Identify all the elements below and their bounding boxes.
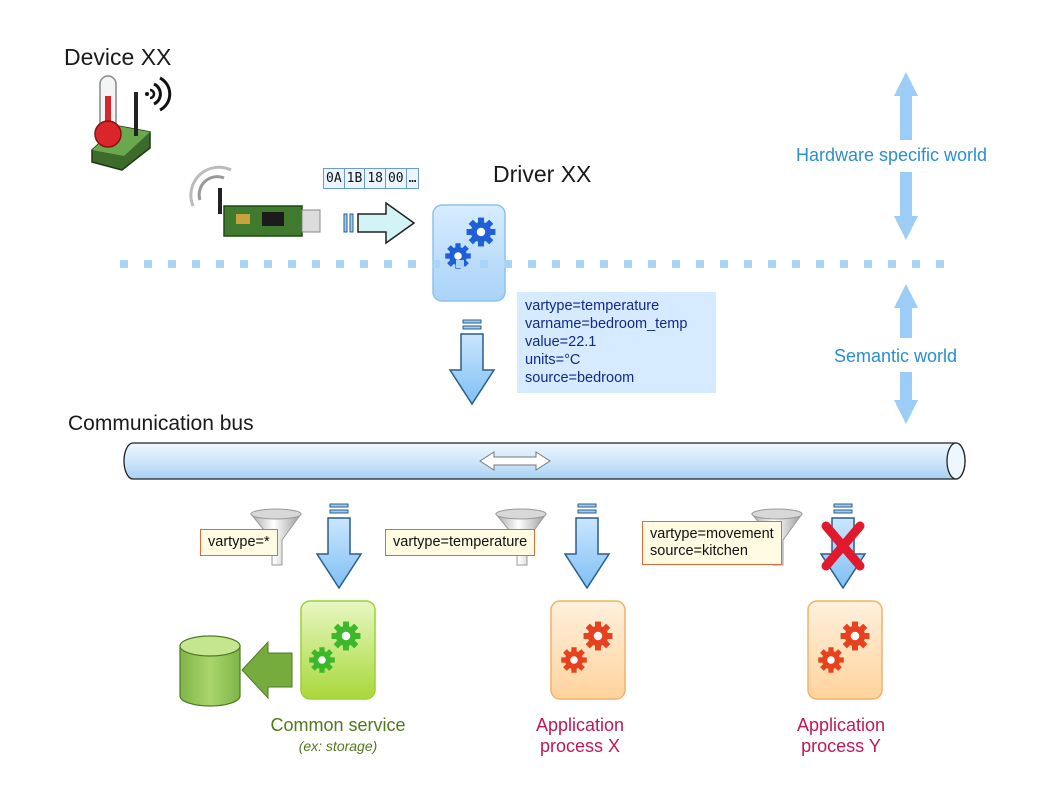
hex-byte: 1B [345,169,366,188]
app-process-x-box [550,600,626,700]
filter-line: source=kitchen [650,543,748,559]
filter-line: vartype=movement [650,526,774,542]
common-service-subtitle: (ex: storage) [298,738,378,754]
rejected-cross-icon [821,521,865,571]
hex-byte: 0A [324,169,345,188]
app-y-line1: Application [796,715,886,735]
filter-box-3: vartype=movement source=kitchen [642,521,782,565]
message-line: source=bedroom [525,370,635,386]
usb-dongle-icon [189,165,321,237]
driver-label: Driver XX [493,161,592,187]
app-x-line1: Application [535,715,625,735]
message-line: value=22.1 [525,334,597,350]
app-x-line2: process X [539,736,621,756]
driver-to-bus-arrow [448,319,496,406]
message-line: units=°C [525,352,581,368]
device-icon [91,75,172,171]
message-line: vartype=temperature [525,298,660,314]
storage-arrow [241,640,293,700]
hex-byte: … [408,171,417,186]
bus-label: Communication bus [68,412,254,435]
database-icon [179,635,241,707]
filter-line: vartype=* [208,534,270,550]
app-y-caption: Application process Y [771,715,911,757]
filter-line: vartype=temperature [393,534,528,550]
hex-byte: 00 [386,169,407,188]
filter-box-2: vartype=temperature [385,529,536,556]
hardware-world-label: Hardware specific world [796,145,988,165]
message-line: varname=bedroom_temp [525,316,688,332]
common-service-caption: Common service (ex: storage) [248,715,428,757]
semantic-world-arrow [894,284,918,424]
bus-to-common-arrow [315,503,363,590]
filter-box-1: vartype=* [200,529,278,556]
semantic-world-label: Semantic world [834,346,958,366]
bus-to-app-x-arrow [563,503,611,590]
app-y-line2: process Y [801,736,881,756]
hex-bytes-row: 0A 1B 18 00 … [323,168,420,189]
device-label: Device XX [64,44,172,70]
hardware-world-arrow [894,72,918,240]
common-service-title: Common service [270,715,406,735]
app-x-caption: Application process X [510,715,650,757]
common-service-box [300,600,376,700]
communication-bus-pipe [123,442,966,480]
app-process-y-box [807,600,883,700]
message-box: vartype=temperature varname=bedroom_temp… [517,292,716,393]
data-flow-arrow [343,201,416,245]
driver-box [432,204,506,302]
hex-byte: 18 [365,169,386,188]
